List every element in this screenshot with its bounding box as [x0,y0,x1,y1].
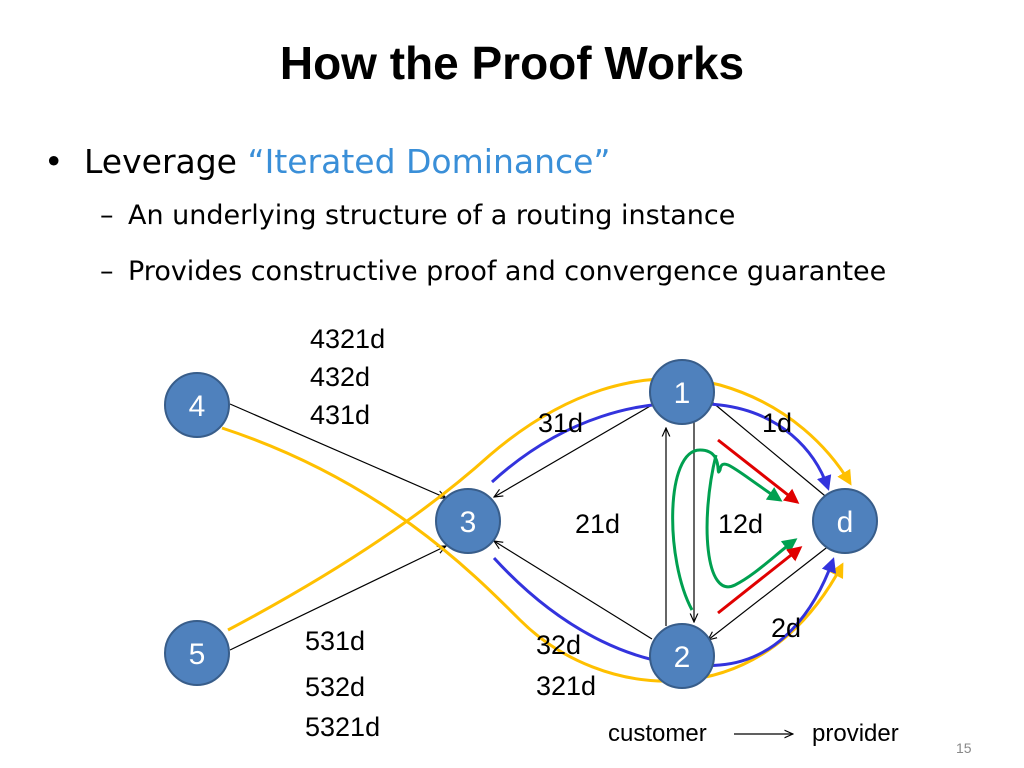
green-path-21d [671,448,783,611]
sub-bullet-text: Provides constructive proof and converge… [128,256,887,287]
path-label: 21d [575,509,620,539]
red-path-top [717,438,800,504]
path-label: 1d [762,408,792,438]
node-d: d [812,488,878,554]
yellow-path-5 [227,377,852,632]
path-label: 12d [718,509,763,539]
bullet-list: • Leverage “Iterated Dominance” – An und… [44,140,1014,290]
yellow-paths [221,377,852,683]
legend: customer provider [608,720,899,747]
path-label: 432d [310,362,370,392]
node-label: d [837,506,854,539]
legend-provider: provider [812,720,899,747]
edge-1-3 [494,404,653,497]
bullet-dot: • [44,142,64,181]
path-label: 5321d [305,712,380,742]
red-paths [717,438,803,615]
edge-1-d [711,401,831,501]
node-2: 2 [649,623,715,689]
node-label: 3 [460,506,477,539]
sub-bullet-1: – An underlying structure of a routing i… [100,198,1014,234]
node-4: 4 [164,372,230,438]
dash-marker: – [100,200,114,231]
bullet-item: • Leverage “Iterated Dominance” [44,140,1014,184]
green-paths [671,448,798,611]
edge-d-2 [708,544,831,640]
sub-bullet-2: – Provides constructive proof and conver… [100,254,1014,290]
path-label: 31d [538,408,583,438]
edge-4-3 [229,403,446,498]
edge-2-3 [494,541,653,640]
node-label: 5 [189,638,206,671]
yellow-path-4 [221,426,844,683]
path-label: 431d [310,400,370,430]
path-label: 4321d [310,324,385,354]
sub-bullet-text: An underlying structure of a routing ins… [128,200,736,231]
bullet-text: Leverage “Iterated Dominance” [84,140,611,184]
node-label: 1 [674,377,691,410]
path-label: 2d [771,613,801,643]
provider-edges [229,401,831,651]
red-path-bottom [717,546,803,615]
dash-marker: – [100,256,114,287]
node-label: 2 [674,641,691,674]
node-3: 3 [435,488,501,554]
node-1: 1 [649,359,715,425]
path-label: 531d [305,626,365,656]
node-5: 5 [164,620,230,686]
edge-5-3 [229,546,446,651]
bullet-prefix: Leverage [84,142,248,181]
slide-title: How the Proof Works [279,37,745,89]
path-label: 32d [536,630,581,660]
page-number: 15 [956,740,972,756]
node-label: 4 [189,390,206,423]
bullet-highlight: “Iterated Dominance” [247,142,611,181]
path-label: 532d [305,672,365,702]
legend-customer: customer [608,720,707,747]
path-label: 321d [536,671,596,701]
green-path-12d [705,454,798,589]
